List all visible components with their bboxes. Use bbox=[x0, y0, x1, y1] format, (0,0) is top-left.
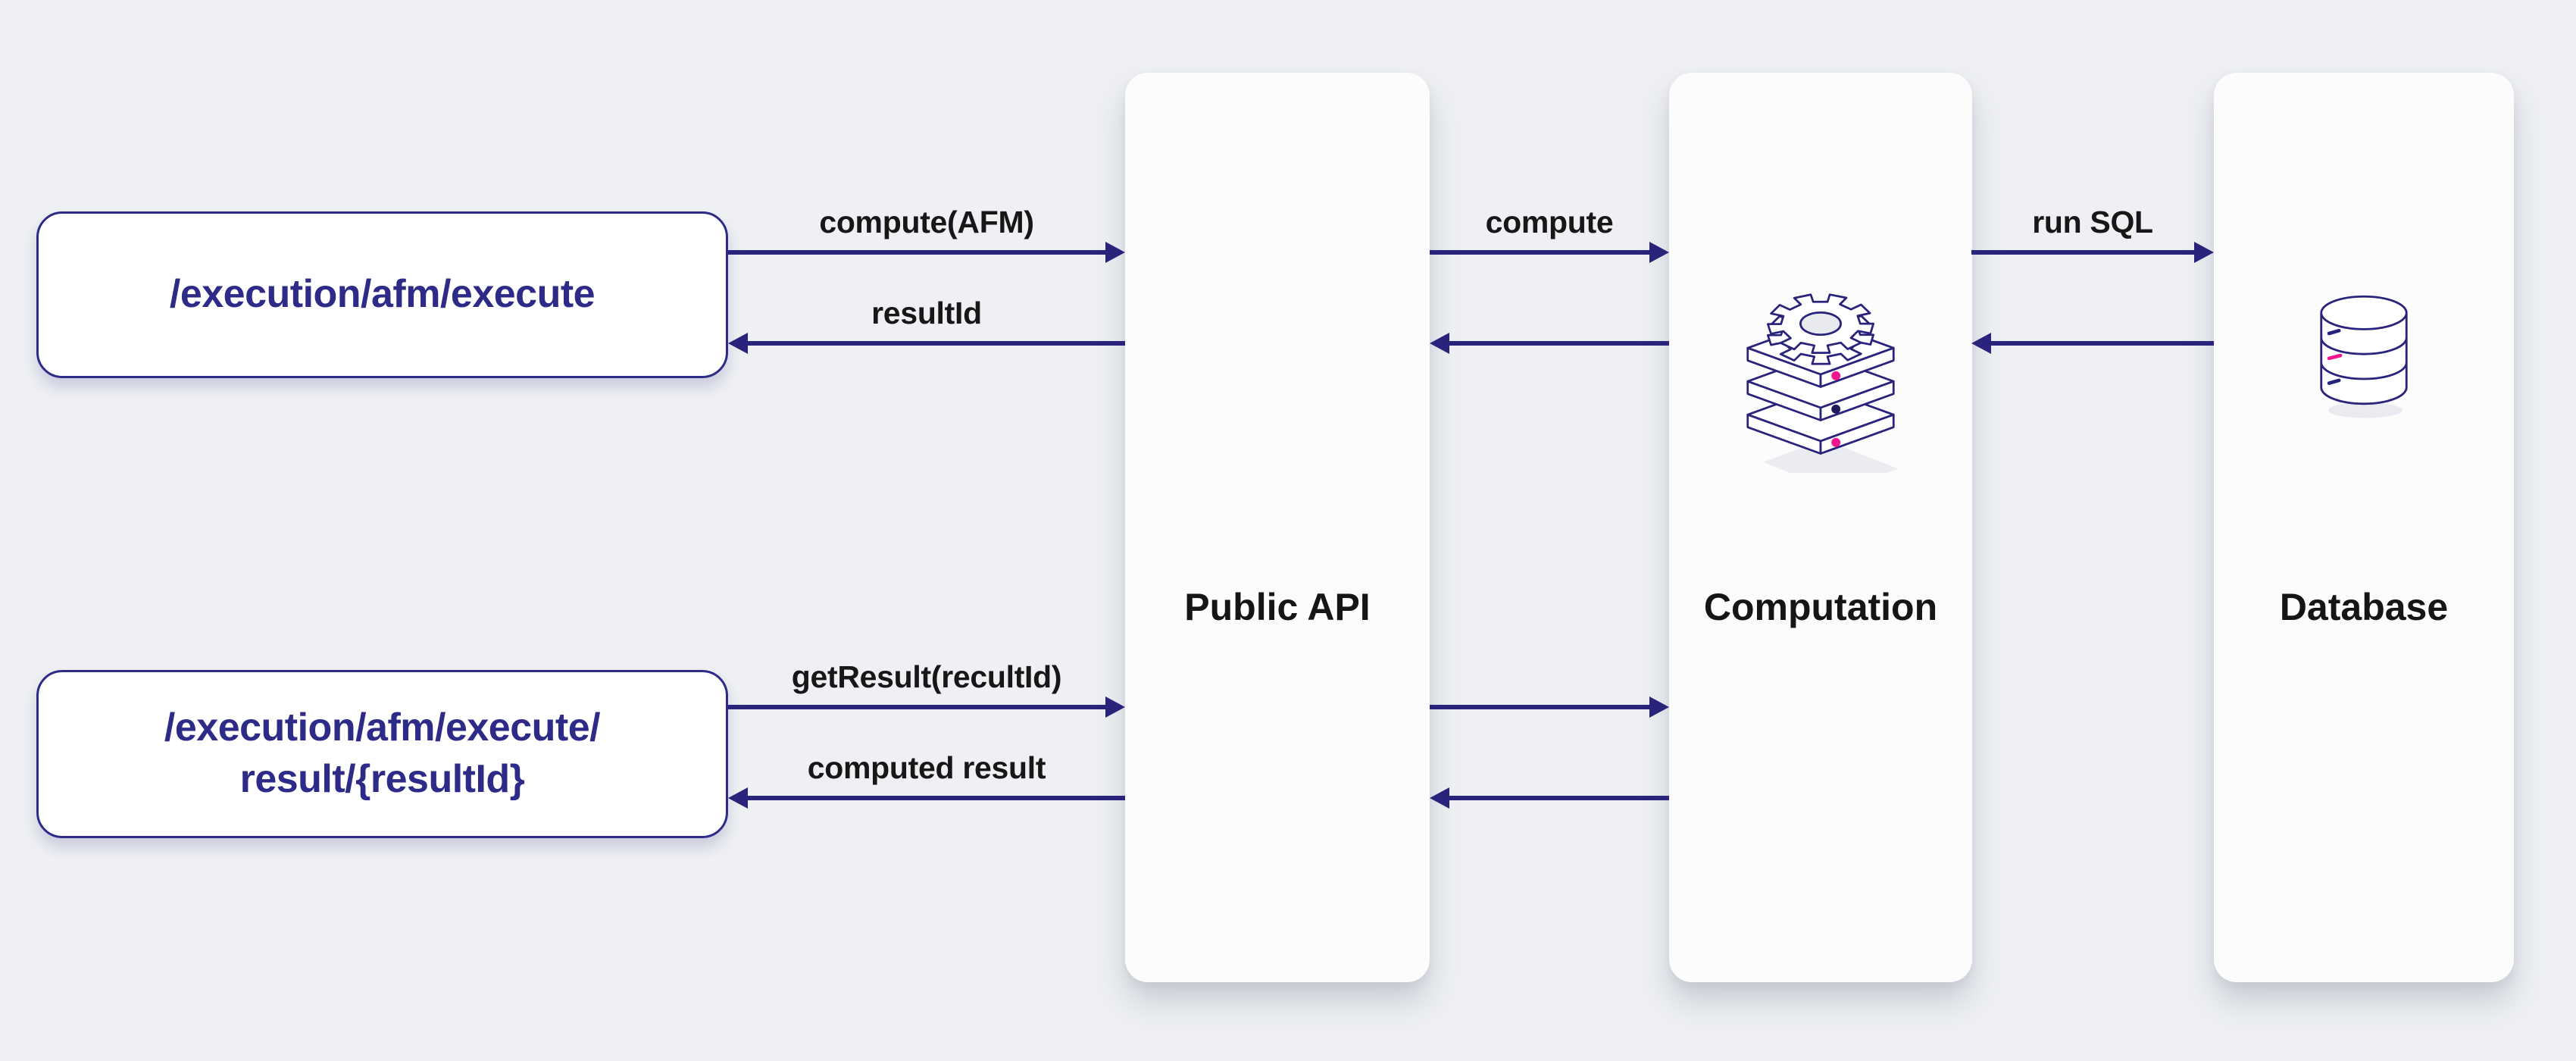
service-card-public-api: Public API bbox=[1125, 73, 1430, 982]
arrow-shaft bbox=[742, 341, 1125, 346]
arrow-left-head-icon bbox=[728, 333, 748, 354]
arrow-left-head-icon bbox=[1971, 333, 1991, 354]
arrow-shaft bbox=[728, 250, 1111, 255]
endpoint-result-box: /execution/afm/execute/ result/{resultId… bbox=[36, 670, 728, 838]
arrow-compute-afm-label: compute(AFM) bbox=[819, 205, 1034, 239]
service-title-computation: Computation bbox=[1703, 586, 1938, 628]
arrow-shaft bbox=[1443, 341, 1669, 346]
arrow-left-head-icon bbox=[728, 787, 748, 809]
database-icon bbox=[2320, 295, 2408, 418]
endpoint-result-label: /execution/afm/execute/ result/{resultId… bbox=[164, 706, 601, 801]
arrow-right-head-icon bbox=[1649, 696, 1669, 718]
arrow-left-head-icon bbox=[1430, 787, 1449, 809]
arrow-right-head-icon bbox=[1105, 242, 1125, 263]
endpoint-execute-box: /execution/afm/execute bbox=[36, 211, 728, 378]
arrow-shaft bbox=[728, 705, 1111, 709]
service-title-database: Database bbox=[2279, 586, 2449, 628]
arrow-run-sql-label: run SQL bbox=[2032, 205, 2153, 239]
arrow-shaft bbox=[1443, 796, 1669, 800]
arrow-shaft bbox=[1985, 341, 2214, 346]
arrow-shaft bbox=[1971, 250, 2200, 255]
arrow-compute-label: compute bbox=[1485, 205, 1614, 239]
arrow-right-head-icon bbox=[1649, 242, 1669, 263]
arrow-resultid-label: resultId bbox=[871, 296, 982, 330]
arrow-shaft bbox=[1430, 705, 1655, 709]
service-card-computation: Computation bbox=[1669, 73, 1972, 982]
arrow-shaft bbox=[742, 796, 1125, 800]
arrow-right-head-icon bbox=[1105, 696, 1125, 718]
arrow-left-head-icon bbox=[1430, 333, 1449, 354]
computation-stack-icon bbox=[1746, 293, 1899, 474]
arrow-shaft bbox=[1430, 250, 1655, 255]
arrow-computed-result-label: computed result bbox=[807, 750, 1046, 785]
service-card-database: Database bbox=[2214, 73, 2514, 982]
arrow-getresult-label: getResult(recultId) bbox=[791, 659, 1062, 694]
endpoint-execute-label: /execution/afm/execute bbox=[169, 272, 596, 317]
arrow-right-head-icon bbox=[2194, 242, 2214, 263]
service-title-public-api: Public API bbox=[1184, 586, 1371, 628]
